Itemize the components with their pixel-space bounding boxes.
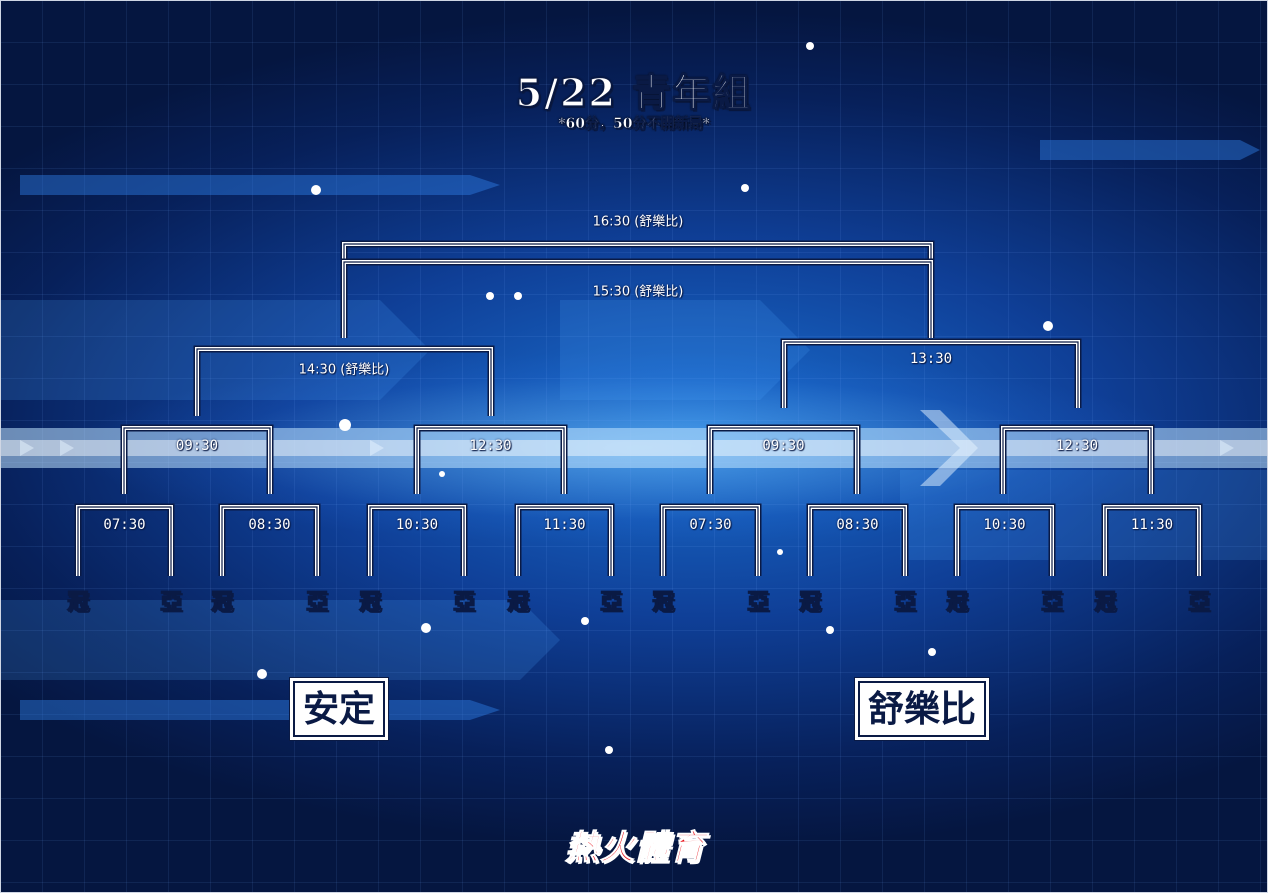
round2-time: 09:30	[762, 438, 805, 454]
slot-label: 冠	[798, 589, 822, 616]
round1-time: 08:30	[836, 517, 879, 533]
round1-bracket	[659, 503, 762, 576]
venue-box-left: 安定	[290, 678, 389, 740]
round1-time: 11:30	[543, 517, 586, 533]
slot-label: 冠	[210, 589, 234, 616]
venue-box-right: 舒樂比	[855, 678, 990, 740]
slot-label: 亞	[746, 589, 770, 616]
round1-time: 07:30	[689, 517, 732, 533]
third-place-bracket	[340, 258, 935, 338]
round1-bracket	[953, 503, 1056, 576]
slot-label: 亞	[893, 589, 917, 616]
semifinal-right-bracket	[780, 338, 1082, 408]
slot-label: 冠	[651, 589, 675, 616]
final-time: 16:30 (舒樂比)	[592, 214, 684, 230]
slot-label: 冠	[66, 589, 90, 616]
venue-right-label: 舒樂比	[858, 681, 987, 737]
slot-label: 冠	[506, 589, 530, 616]
round1-time: 10:30	[395, 517, 439, 533]
slot-label: 冠	[1093, 589, 1117, 616]
round2-time: 09:30	[175, 438, 219, 454]
round2-bracket	[413, 424, 568, 494]
third-place-time: 15:30 (舒樂比)	[592, 284, 684, 300]
slot-label: 亞	[599, 589, 623, 616]
round1-bracket	[514, 503, 615, 576]
slot-label: 亞	[1187, 589, 1211, 616]
semifinal-left-bracket	[193, 345, 495, 416]
round2-time: 12:30	[469, 438, 512, 454]
round1-bracket	[218, 503, 321, 576]
venue-left-label: 安定	[293, 681, 386, 737]
slot-label: 亞	[1040, 589, 1064, 616]
semifinal-left-time: 14:30 (舒樂比)	[298, 362, 390, 378]
slot-label: 亞	[305, 589, 329, 616]
round2-bracket	[120, 424, 274, 494]
round1-bracket	[74, 503, 175, 576]
round1-time: 08:30	[248, 517, 291, 533]
slot-label: 亞	[159, 589, 183, 616]
brand-logo: 熱火體育	[565, 828, 705, 869]
round1-time: 11:30	[1130, 517, 1174, 533]
slot-label: 亞	[452, 589, 476, 616]
round1-bracket	[366, 503, 468, 576]
round2-bracket	[999, 424, 1155, 494]
slot-label: 冠	[358, 589, 382, 616]
round1-time: 07:30	[103, 517, 146, 533]
page-subtitle: *60分，50分不開新局*	[558, 116, 710, 133]
page-title: 5/22 青年組	[515, 69, 753, 115]
round2-time: 12:30	[1055, 438, 1099, 454]
round1-bracket	[806, 503, 909, 576]
round2-bracket	[706, 424, 861, 494]
semifinal-right-time: 13:30	[909, 351, 953, 367]
round1-bracket	[1101, 503, 1203, 576]
round1-time: 10:30	[983, 517, 1026, 533]
slot-label: 冠	[945, 589, 969, 616]
